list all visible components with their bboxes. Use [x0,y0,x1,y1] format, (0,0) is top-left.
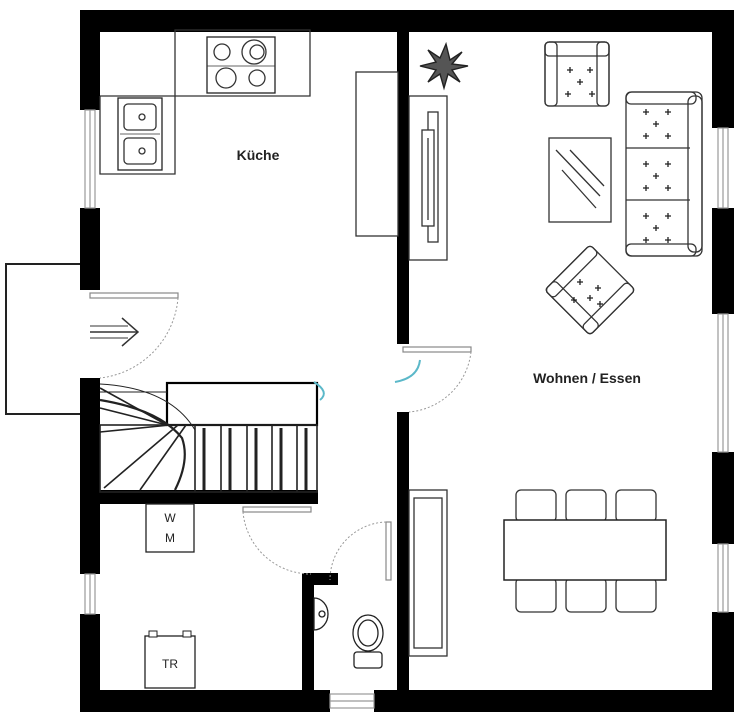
tuft-mark [643,161,649,167]
wall-left-3 [80,378,100,574]
wall-bath-top [302,573,338,585]
tuft-mark [665,133,671,139]
stove-icon [206,36,276,94]
kitchen-counter-side [99,96,176,175]
living-door-leaf [402,346,472,353]
tuft-mark [595,285,601,291]
tuft-mark [665,185,671,191]
tuft-mark [577,79,583,85]
tuft-mark [589,91,595,97]
dining-chair-1 [515,489,557,523]
stair-run [99,424,318,493]
stair-landing [165,381,319,427]
sink-icon [117,97,163,171]
wall-bath-left [302,573,314,693]
tuft-mark [653,121,659,127]
tuft-mark [577,279,583,285]
wall-right-2 [712,208,734,314]
wall-center-bottom [397,412,409,702]
utility-door-leaf [242,506,312,513]
wall-left-2 [80,208,100,290]
kitchen-counter [100,29,311,97]
kitchen-cabinet [355,71,399,237]
wall-left-1 [80,10,100,110]
tuft-mark [643,213,649,219]
washing-machine: W M [145,503,195,553]
tuft-mark [665,237,671,243]
washbasin-icon [313,597,329,631]
room-label-living: Wohnen / Essen [533,370,641,386]
sideboard-lower [408,489,448,657]
wall-bottom-right [374,690,734,712]
sofa [625,91,703,257]
armchair-top [544,41,610,107]
armchair-angled [545,245,635,335]
porch-outline [5,263,80,415]
entry-door-leaf [89,292,179,299]
tuft-mark [643,133,649,139]
tuft-mark [653,225,659,231]
tuft-mark [567,67,573,73]
dining-set [503,489,667,613]
dining-chair-6 [615,577,657,613]
upholstery-marks [565,67,671,307]
tuft-mark [571,297,577,303]
wall-bottom-left [80,690,330,712]
tuft-mark [587,67,593,73]
tuft-mark [565,91,571,97]
dining-table [503,519,667,581]
washer-label-line1: W [164,511,176,525]
dining-chair-5 [565,577,607,613]
tuft-mark [643,237,649,243]
room-label-kitchen: Küche [237,147,280,163]
kitchen-area [99,29,399,237]
wall-right-4 [712,612,734,712]
toilet-icon [352,614,384,669]
wall-right-3 [712,452,734,544]
tuft-mark [643,185,649,191]
tuft-mark [597,301,603,307]
wall-stair-bottom [98,490,318,504]
plant-icon [419,41,469,91]
tuft-mark [665,109,671,115]
entry-arrow-icon [90,317,140,347]
tuft-mark [653,173,659,179]
dryer-label: TR [162,657,178,671]
tuft-mark [665,213,671,219]
wall-left-4 [80,614,100,712]
entry-door-swing [99,297,179,379]
staircase [99,381,319,493]
dining-chair-4 [515,577,557,613]
stair-accent-curve [313,381,325,401]
entrance [5,263,179,415]
walls [80,10,734,712]
wall-top [80,10,734,32]
living-area [408,41,703,657]
tuft-mark [587,295,593,301]
tv-sideboard [408,95,448,261]
washer-label-line2: M [165,531,175,545]
coffee-table [548,137,612,223]
guest-bath [313,597,384,669]
wall-center-top [397,30,409,344]
tuft-mark [643,109,649,115]
tuft-mark [665,161,671,167]
living-door-accent [394,359,421,383]
windows [84,109,729,709]
interior-doors [242,346,472,581]
dryer: TR [144,630,196,689]
dining-chair-2 [565,489,607,523]
bath-door-leaf [385,521,392,581]
wall-right-1 [712,10,734,128]
dining-chair-3 [615,489,657,523]
